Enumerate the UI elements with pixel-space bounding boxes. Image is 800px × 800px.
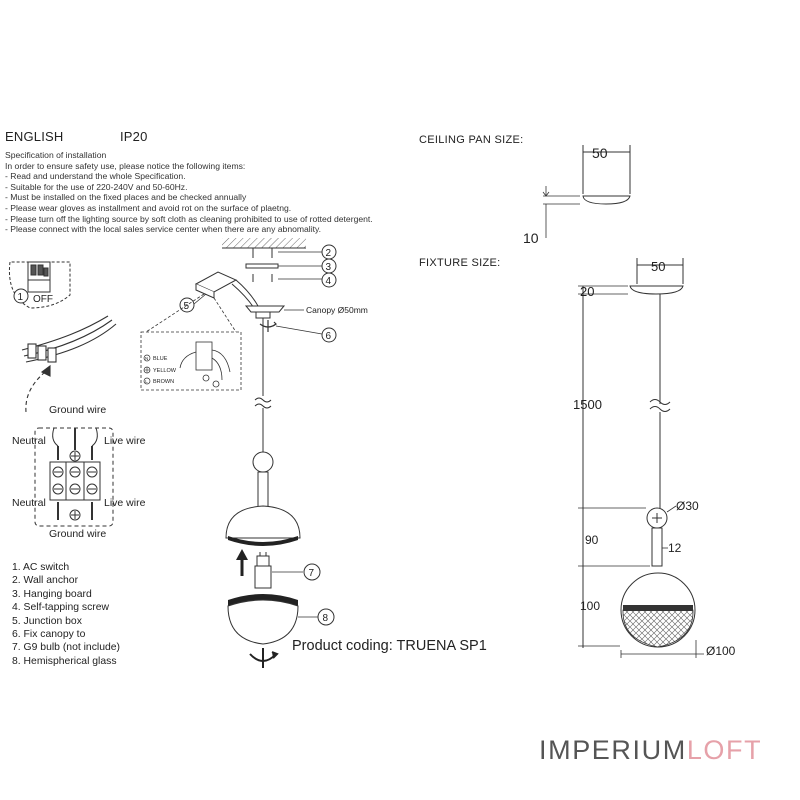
neutral-bottom-label: Neutral [12, 497, 46, 509]
product-coding: Product coding: TRUENA SP1 [292, 638, 487, 654]
brand-logo-part1: IMPERIUM [539, 735, 687, 765]
callout-circle-1 [13, 288, 29, 304]
ground-wire-top-label: Ground wire [49, 404, 106, 416]
stem-width-dimension: 12 [668, 541, 682, 555]
shade-height-dimension: 100 [580, 599, 600, 613]
spec-line: - Please wear gloves as installment and … [5, 202, 292, 213]
ip-rating: IP20 [120, 129, 148, 144]
g9-bulb [254, 552, 272, 589]
callout-4: 4 [326, 276, 332, 287]
spec-line: - Suitable for the use of 220-240V and 5… [5, 181, 188, 192]
zoom-leaders [145, 293, 237, 333]
wire-color-detail [179, 341, 231, 388]
callout-leaders-top [278, 251, 322, 280]
live-wire-bottom-label: Live wire [104, 497, 146, 509]
parts-list-item: 5. Junction box [12, 615, 82, 627]
callout-8: 8 [323, 613, 329, 624]
parts-list-item: 6. Fix canopy to [12, 629, 86, 641]
stem-length-dimension: 90 [585, 533, 599, 547]
callout-3: 3 [326, 262, 332, 273]
neutral-symbol [143, 354, 151, 362]
insert-arrow-icon [236, 549, 248, 576]
pan-width-dimension: 50 [592, 145, 608, 161]
wire-n-symbol: N [145, 356, 148, 361]
canopy-rotate-icon [259, 320, 277, 332]
fixture-top-width-dimension: 50 [651, 259, 665, 274]
callout-circle-7 [303, 563, 321, 581]
language-label: ENGLISH [5, 129, 64, 144]
callout-circle-6 [321, 327, 337, 343]
callout-7: 7 [309, 568, 315, 579]
ground-wire-bottom-label: Ground wire [49, 528, 106, 540]
brand-logo-part2: LOFT [686, 735, 763, 765]
callout-5-leader [193, 293, 207, 305]
specification-title: Specification of installation [5, 150, 107, 160]
canopy-size-label: Canopy Ø50mm [306, 305, 368, 315]
spec-line: - Must be installed on the fixed places … [5, 192, 247, 203]
ceiling-pan-drawing [542, 145, 631, 238]
canopy-nut [255, 311, 271, 319]
wire-brown-label: BROWN [153, 379, 174, 385]
wires-illustration [21, 315, 117, 413]
callout-5: 5 [184, 301, 190, 312]
switch-number: 1 [18, 292, 24, 303]
spec-line: - Read and understand the whole Specific… [5, 171, 186, 182]
ball-diameter-dimension: Ø30 [676, 499, 699, 513]
shade-diameter-dimension: Ø100 [706, 644, 736, 658]
hanging-board [245, 263, 279, 269]
fixture-size-title: FIXTURE SIZE: [419, 257, 501, 269]
dome-rim [228, 536, 298, 546]
canopy-height-dimension: 20 [580, 284, 594, 299]
wall-anchor [252, 248, 273, 258]
crystal-lower-half [622, 609, 694, 648]
spec-line: - Please turn off the lighting source by… [5, 213, 373, 224]
brand-logo: IMPERIUMLOFT [539, 735, 762, 766]
wire-color-detail-box [140, 331, 242, 391]
pan-height-dimension: 10 [523, 230, 539, 246]
fixture-drawing [578, 258, 704, 658]
self-tapping-screws [252, 274, 273, 282]
junction-box [194, 271, 259, 309]
stem [257, 471, 269, 509]
wire-yellow-label: YELLOW [153, 368, 177, 374]
parts-list-item: 2. Wall anchor [12, 575, 79, 587]
parts-list-item: 3. Hanging board [12, 588, 92, 600]
callout-circle-8 [317, 608, 335, 626]
parts-list: 1. AC switch 2. Wall anchor 3. Hanging b… [12, 561, 120, 668]
live-wire-top-label: Live wire [104, 435, 146, 447]
wire-blue-label: BLUE [153, 356, 168, 362]
ceiling-pan-size-title: CEILING PAN SIZE: [419, 134, 524, 146]
cord-break [254, 397, 272, 409]
ac-switch-illustration [8, 261, 71, 309]
cord-length-dimension: 1500 [573, 397, 602, 412]
wire-l-symbol: L [145, 379, 148, 384]
callout-6-leader [275, 325, 323, 335]
switch-off-label: OFF [33, 294, 53, 305]
parts-list-item: 1. AC switch [12, 562, 70, 573]
canopy [244, 305, 286, 313]
terminal-block [49, 450, 101, 521]
parts-list-item: 8. Hemispherical glass [12, 655, 117, 667]
globe-band [623, 605, 693, 611]
callout-circle-4 [321, 272, 337, 288]
spec-line: - Please connect with the local sales se… [5, 224, 322, 235]
callout-6: 6 [326, 331, 332, 342]
glass-rotate-icon [249, 648, 279, 668]
dome-shade-top [225, 505, 301, 539]
callout-2: 2 [326, 248, 332, 259]
parts-list-item: 4. Self-tapping screw [12, 602, 110, 614]
terminal-wires [52, 427, 98, 520]
neutral-top-label: Neutral [12, 435, 46, 447]
joint-ball [252, 451, 274, 473]
specification-block: Specification of installation In order t… [5, 150, 373, 235]
parts-list-item: 7. G9 bulb (not include) [12, 642, 121, 654]
spec-line: In order to ensure safety use, please no… [5, 160, 246, 171]
live-symbol [143, 377, 151, 385]
hemispherical-glass [227, 599, 299, 645]
ceiling-hatch [222, 238, 306, 248]
